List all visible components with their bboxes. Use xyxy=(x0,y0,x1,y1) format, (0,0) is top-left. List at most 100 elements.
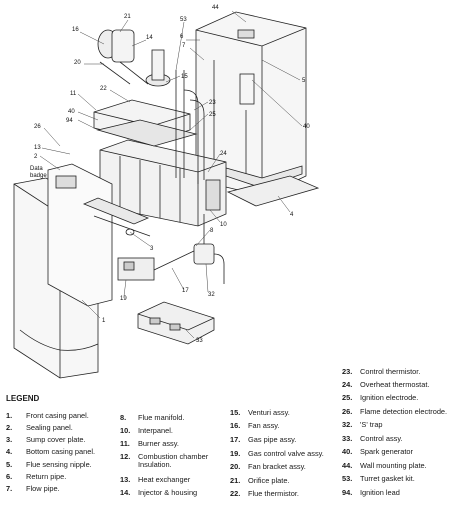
sump-cover-plate xyxy=(82,197,151,237)
callout: 40 xyxy=(68,109,75,115)
callout: 20 xyxy=(74,60,81,66)
legend-item-text: Sealing panel. xyxy=(26,423,73,432)
callout: 33 xyxy=(196,338,203,344)
legend-item-number: 15. xyxy=(230,408,241,417)
legend-item: 40.Spark generator xyxy=(342,448,413,456)
callout: 8 xyxy=(210,228,214,234)
legend-item: 12. Combustion chamber xyxy=(120,453,208,461)
callout: 6 xyxy=(180,34,184,40)
callout: 32 xyxy=(208,292,215,298)
legend-item: 53. Turret gasket kit. xyxy=(342,475,415,483)
legend-item: Insulation. xyxy=(120,461,172,469)
callout: 24 xyxy=(220,151,227,157)
legend-item-text: Control assy. xyxy=(360,434,403,443)
legend-item: 11.Burner assy. xyxy=(120,440,179,448)
callout: 5 xyxy=(302,78,306,84)
legend-item-text: Sump cover plate. xyxy=(26,435,86,444)
callout: 19 xyxy=(120,296,127,302)
sealing-panel xyxy=(47,163,113,307)
legend-item-text: Ignition electrode. xyxy=(360,393,419,402)
legend-item-text: Ignition lead xyxy=(360,488,400,497)
callout-labels: 44 21 53 16 14 6 7 20 5 15 22 23 11 40 9… xyxy=(30,5,310,344)
legend-item: 8. Flue manifold. xyxy=(120,414,184,422)
legend-item-number: 8. xyxy=(120,413,127,422)
legend-item: 22.Flue thermistor. xyxy=(230,490,299,498)
legend-item-number: 33. xyxy=(342,434,353,443)
callout: 17 xyxy=(182,288,189,294)
legend-item-number: 53. xyxy=(342,474,353,483)
legend-item-number: 20. xyxy=(230,462,241,471)
callout: 22 xyxy=(100,86,107,92)
callout: badge xyxy=(30,173,47,179)
legend-item: 19.Gas control valve assy. xyxy=(230,450,324,458)
legend-item: 6. Return pipe. xyxy=(6,473,66,481)
legend-item-number: 7. xyxy=(6,484,13,493)
fan-assembly xyxy=(97,29,171,87)
legend-item: 16. Fan assy. xyxy=(230,422,280,430)
legend-item-number: 6. xyxy=(6,472,13,481)
legend-item-text: Flue manifold. xyxy=(138,413,185,422)
legend-item-text: Orifice plate. xyxy=(248,476,290,485)
legend-item: 5.Flue sensing nipple. xyxy=(6,461,92,469)
callout: 14 xyxy=(146,35,153,41)
legend-item-text: Flue sensing nipple. xyxy=(26,460,92,469)
legend-item: 21. Orifice plate. xyxy=(230,477,290,485)
bottom-casing-panel xyxy=(226,175,320,207)
callout: 16 xyxy=(72,27,79,33)
legend-item-text: Fan assy. xyxy=(248,421,280,430)
legend-item-number: 25. xyxy=(342,393,353,402)
legend-item: 13.Heat exchanger xyxy=(120,476,190,484)
legend-item-number: 94. xyxy=(342,488,353,497)
legend-item-text: Venturi assy. xyxy=(248,408,290,417)
callout: 7 xyxy=(182,43,186,49)
callout: 2 xyxy=(34,154,38,160)
legend-item-text: 'S' trap xyxy=(360,420,383,429)
legend-item-text: Insulation. xyxy=(138,460,172,469)
legend-item-number: 1. xyxy=(6,411,13,420)
legend-item-text: Fan bracket assy. xyxy=(248,462,306,471)
legend-item-number: 32. xyxy=(342,420,353,429)
legend-item-number: 2. xyxy=(6,423,13,432)
callout: 53 xyxy=(180,17,187,23)
legend-item-text: Interpanel. xyxy=(138,426,173,435)
legend-item-text: Front casing panel. xyxy=(26,411,89,420)
callout: 4 xyxy=(290,212,294,218)
legend-item-number: 26. xyxy=(342,407,353,416)
legend-item: 33. Control assy. xyxy=(342,435,403,443)
callout: 40 xyxy=(303,124,310,130)
legend-item-text: Combustion chamber xyxy=(138,452,209,461)
callout: 26 xyxy=(34,124,41,130)
leader-lines xyxy=(39,10,303,339)
legend-item-number: 12. xyxy=(120,452,131,461)
legend-item: 17.Gas pipe assy. xyxy=(230,436,296,444)
burner-assembly xyxy=(93,99,198,147)
legend-item: 15. Venturi assy. xyxy=(230,409,290,417)
callout: 44 xyxy=(212,5,219,11)
legend-item-text: Heat exchanger xyxy=(138,475,191,484)
legend-item-text: Burner assy. xyxy=(138,439,179,448)
legend-item: 25. Ignition electrode. xyxy=(342,394,418,402)
legend-item: 94. Ignition lead xyxy=(342,489,400,497)
legend-item-text: Injector & housing xyxy=(138,488,198,497)
legend-item-text: Return pipe. xyxy=(26,472,67,481)
legend-item-text: Flow pipe. xyxy=(26,484,60,493)
legend-item-number: 44. xyxy=(342,461,353,470)
callout: 11 xyxy=(70,91,77,97)
control-assembly xyxy=(137,301,215,345)
legend-item-number: 16. xyxy=(230,421,241,430)
legend-item: 14.Injector & housing xyxy=(120,489,197,497)
legend-item-number: 3. xyxy=(6,435,13,444)
exploded-boiler-diagram: 44 21 53 16 14 6 7 20 5 15 22 23 11 40 9… xyxy=(13,5,320,379)
legend-item: 7. Flow pipe. xyxy=(6,485,60,493)
callout: Data xyxy=(30,166,43,172)
s-trap xyxy=(193,214,225,284)
legend-item: 4.Bottom casing panel. xyxy=(6,448,95,456)
legend-item-text: Turret gasket kit. xyxy=(360,474,415,483)
legend-item-number: 22. xyxy=(230,489,241,498)
legend-item-number: 21. xyxy=(230,476,241,485)
flue-pipes xyxy=(175,70,205,184)
legend-item: 3. Sump cover plate. xyxy=(6,436,86,444)
legend-item: 2. Sealing panel. xyxy=(6,424,73,432)
legend-item-number: 40. xyxy=(342,447,353,456)
callout: 1 xyxy=(102,318,106,324)
